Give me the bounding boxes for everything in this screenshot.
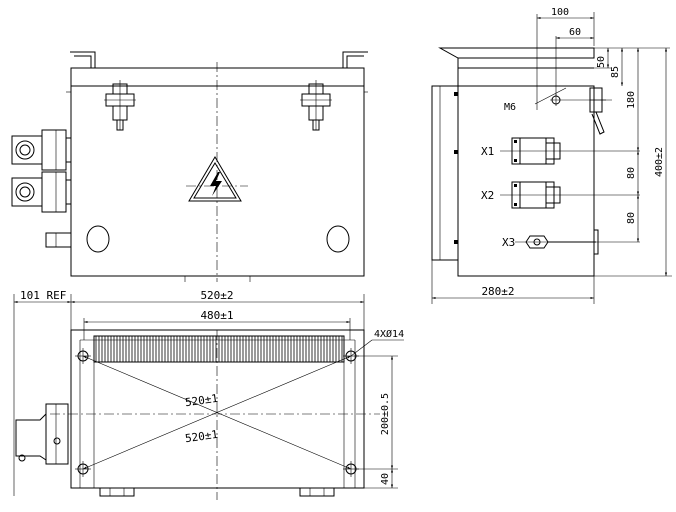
latch-right xyxy=(300,80,332,131)
dim-bottom-200: 200±0.5 xyxy=(380,393,391,435)
back-plate xyxy=(431,85,459,261)
rain-hood xyxy=(438,47,595,59)
dim-side-80-b: 80 xyxy=(626,212,637,224)
dim-diag-1: 520±1 xyxy=(184,392,219,409)
label-m6: M6 xyxy=(504,102,516,113)
latch-side xyxy=(589,87,606,135)
bottom-latch-right xyxy=(299,487,335,497)
label-x2: X2 xyxy=(481,189,494,202)
bottom-connector xyxy=(45,232,72,248)
high-voltage-warning-icon xyxy=(186,156,248,202)
front-view xyxy=(11,51,368,282)
bottom-plate xyxy=(70,329,365,489)
dim-bottom-520: 520±2 xyxy=(200,289,233,302)
dim-side-100: 100 xyxy=(551,7,569,18)
enclosure-front-body xyxy=(70,67,365,277)
bottom-side-plug xyxy=(15,403,69,465)
dim-diag-2: 520±1 xyxy=(184,428,219,445)
dim-bottom-40: 40 xyxy=(380,473,391,485)
side-plug-lower xyxy=(11,171,72,213)
dim-holes: 4XØ14 xyxy=(374,328,404,340)
mounting-bracket-left xyxy=(70,51,96,68)
dim-side-80-a: 80 xyxy=(626,167,637,179)
dim-side-400: 400±2 xyxy=(654,147,665,177)
dim-side-180: 180 xyxy=(626,91,637,109)
latch-left xyxy=(104,80,136,131)
gland-hole-left xyxy=(86,225,110,253)
enclosure-side-body xyxy=(457,85,595,277)
dim-side-85: 85 xyxy=(610,66,621,78)
diagonal-2 xyxy=(82,355,352,470)
bottom-latch-left xyxy=(99,487,135,497)
label-x3: X3 xyxy=(502,236,515,249)
dim-side-60: 60 xyxy=(569,27,581,38)
connector-x3 xyxy=(515,229,640,255)
mounting-bracket-right xyxy=(342,51,368,68)
dim-ref: 101 REF xyxy=(20,289,66,302)
dim-bottom-480: 480±1 xyxy=(200,309,233,322)
side-view: M6 X1 X2 X3 xyxy=(431,7,672,304)
dim-side-width: 280±2 xyxy=(481,285,514,298)
grounding-bolt xyxy=(534,87,612,106)
connector-x1 xyxy=(500,137,640,165)
side-plug-upper xyxy=(11,129,72,171)
label-x1: X1 xyxy=(481,145,494,158)
connector-x2 xyxy=(500,181,640,209)
dim-side-50: 50 xyxy=(596,56,607,68)
bottom-view: 101 REF 520±2 480±1 xyxy=(13,289,404,500)
gland-hole-right xyxy=(326,225,350,253)
